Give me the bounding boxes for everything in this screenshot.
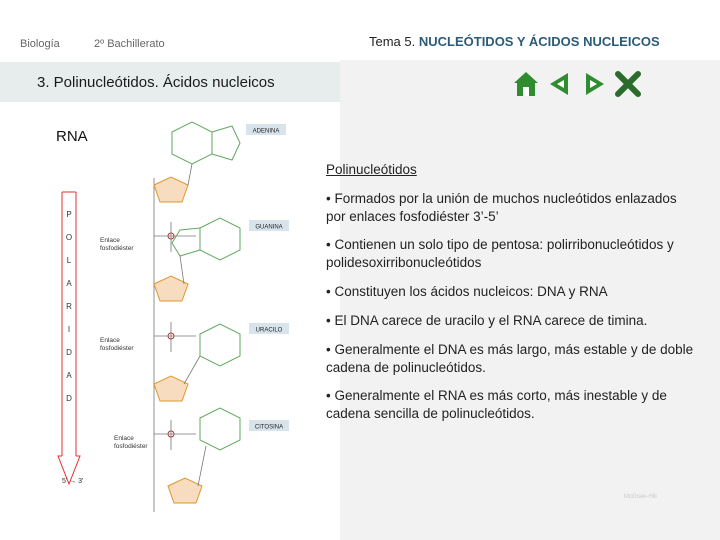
base-label-box	[246, 124, 286, 135]
next-button[interactable]	[580, 70, 608, 98]
course-label: 2º Bachillerato	[94, 38, 165, 50]
base-label: CITOSINA	[255, 425, 283, 431]
strand-letter: A	[66, 279, 72, 288]
info-panel: Polinucleótidos • Formados por la unión …	[326, 161, 694, 434]
sugar-ring	[153, 275, 189, 302]
home-icon	[514, 72, 538, 96]
bond-label: Enlace	[100, 337, 120, 344]
strand-letter: O	[66, 233, 72, 242]
topic-title: Tema 5. NUCLEÓTIDOS Y ÁCIDOS NUCLEICOS	[369, 34, 660, 49]
bond-label: fosfodiéster	[100, 345, 134, 352]
base-label: ADENINA	[253, 129, 280, 135]
section-title: 3. Polinucleótidos. Ácidos nucleicos	[37, 74, 275, 91]
strand-letter: P	[66, 210, 71, 219]
rna-label: RNA	[56, 128, 88, 145]
content-background	[340, 60, 720, 540]
navigation-bar	[512, 70, 642, 98]
phosphate-group	[154, 222, 196, 252]
previous-icon	[550, 73, 568, 95]
publisher-logo-text: McGraw-Hill	[624, 494, 657, 500]
topic-prefix: Tema 5.	[369, 34, 419, 49]
close-icon	[615, 71, 641, 97]
base-ring	[171, 217, 241, 285]
strand-letter: I	[68, 325, 70, 334]
base-label-box	[249, 220, 289, 231]
topic-name: NUCLEÓTIDOS Y ÁCIDOS NUCLEICOS	[418, 34, 660, 49]
sugar-ring	[167, 477, 203, 504]
direction-arrow	[57, 191, 81, 486]
base-ring	[197, 407, 241, 487]
bond-label: fosfodiéster	[114, 443, 148, 450]
base-label-box	[249, 323, 289, 334]
strand-letter: R	[66, 302, 72, 311]
base-label: URACILO	[256, 328, 283, 334]
strand-letter: D	[66, 394, 72, 403]
info-bullet: • El DNA carece de uracilo y el RNA care…	[326, 312, 648, 328]
strand-letters: P O L A R I D A D	[66, 210, 72, 403]
previous-button[interactable]	[546, 70, 574, 98]
section-banner	[0, 62, 340, 102]
phosphate-group	[154, 420, 196, 450]
info-heading: Polinucleótidos	[326, 162, 417, 177]
sugar-ring	[153, 375, 189, 402]
home-button[interactable]	[512, 70, 540, 98]
base-ring	[183, 323, 241, 385]
info-bullet: • Contienen un solo tipo de pentosa: pol…	[326, 237, 674, 271]
sugar-ring	[153, 176, 189, 203]
info-bullet: • Generalmente el RNA es más corto, más …	[326, 388, 667, 422]
publisher-logo: McGraw-Hill	[622, 492, 686, 512]
rna-strand-diagram: P O L A R I D A D 5' → 3' ADENINA Enlace…	[57, 121, 289, 512]
bond-label: Enlace	[114, 435, 134, 442]
info-bullet: • Constituyen los ácidos nucleicos: DNA …	[326, 284, 608, 300]
next-icon	[586, 73, 604, 95]
base-label-box	[249, 420, 289, 431]
subject-label: Biología	[20, 38, 60, 50]
direction-label: 5' → 3'	[62, 478, 83, 485]
base-ring	[171, 121, 241, 186]
base-label: GUANINA	[255, 225, 282, 231]
bond-label: fosfodiéster	[100, 245, 134, 252]
bond-label: Enlace	[100, 237, 120, 244]
info-bullet: • Generalmente el DNA es más largo, más …	[326, 341, 694, 375]
strand-letter: L	[67, 256, 72, 265]
phosphate-group	[154, 322, 196, 352]
strand-letter: A	[66, 371, 72, 380]
info-bullet: • Formados por la unión de muchos nucleó…	[326, 190, 677, 224]
close-button[interactable]	[614, 70, 642, 98]
strand-letter: D	[66, 348, 72, 357]
